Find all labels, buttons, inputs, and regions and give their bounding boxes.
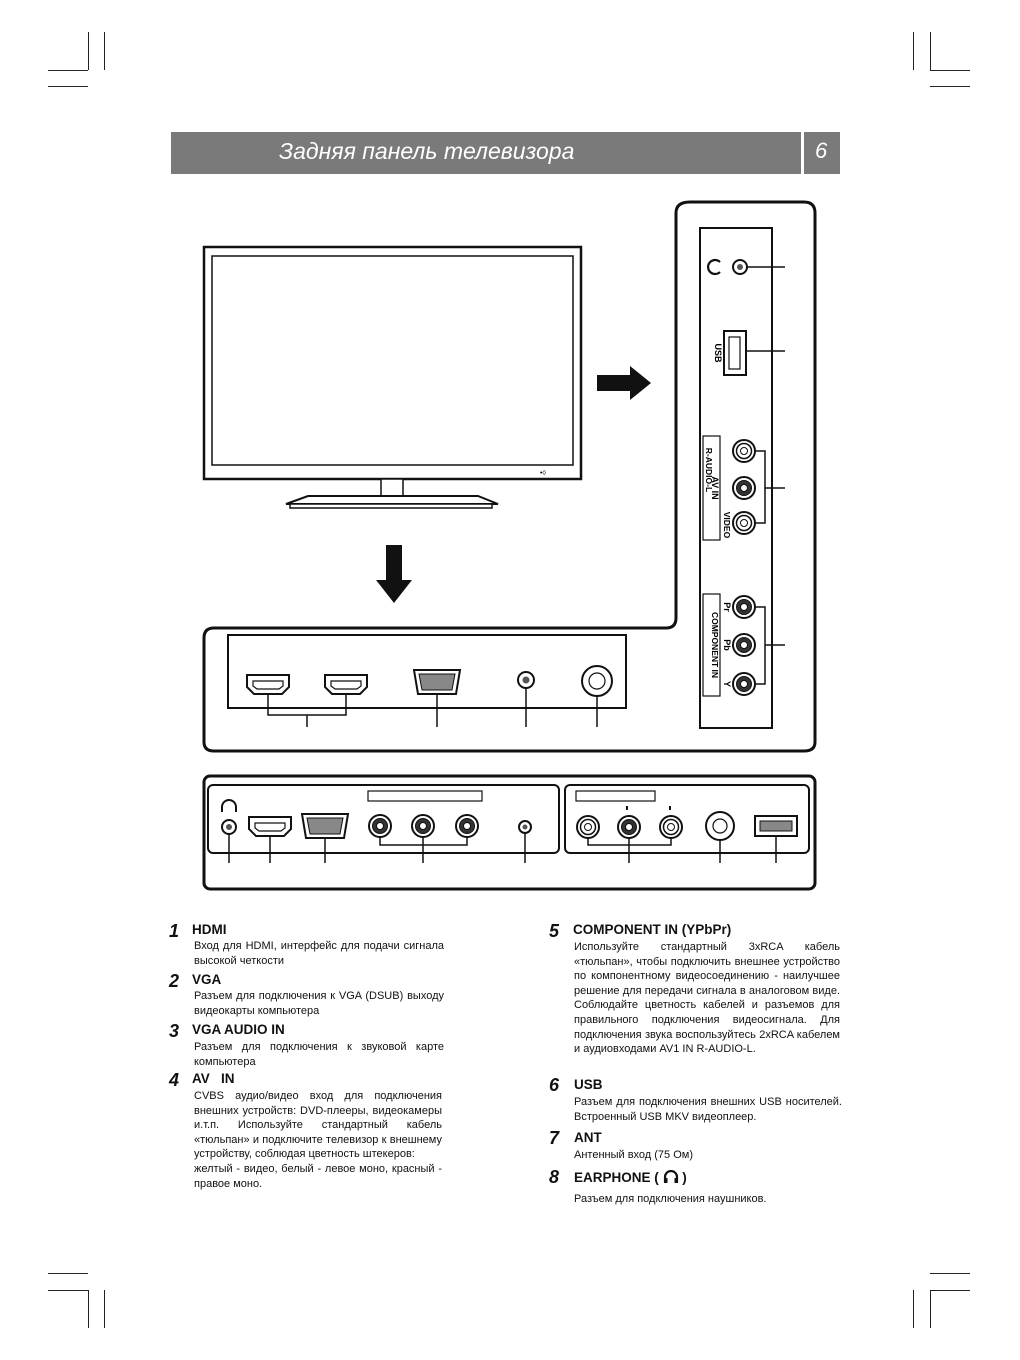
crop-mark xyxy=(48,70,88,71)
list-item: 6 USB Разъем для подключения внешних USB… xyxy=(546,1075,846,1125)
item-number: 5 xyxy=(549,921,560,941)
page-number: 6 xyxy=(815,138,828,163)
crop-mark xyxy=(930,1290,931,1328)
crop-mark xyxy=(48,1273,88,1274)
item-title: AV IN xyxy=(192,1071,235,1086)
arrow-right-icon xyxy=(597,366,651,400)
connector-diagram: •◊ USB AV IN R-AUDIO-L VIDEO COMPONENT I… xyxy=(202,200,817,891)
item-number: 8 xyxy=(549,1167,560,1187)
tv-front: •◊ xyxy=(202,245,583,509)
item-description: Разъем для подключения внешних USB носит… xyxy=(574,1096,842,1123)
crop-mark xyxy=(104,1290,105,1328)
crop-mark xyxy=(913,1290,914,1328)
usb-label: USB xyxy=(713,343,723,363)
crop-mark xyxy=(48,86,88,87)
side-panel: USB AV IN R-AUDIO-L VIDEO COMPONENT IN P… xyxy=(699,227,785,729)
component-in-label: COMPONENT IN xyxy=(710,612,720,678)
item-number: 6 xyxy=(549,1075,560,1095)
item-title: HDMI xyxy=(192,922,227,937)
item-number: 4 xyxy=(169,1070,180,1090)
page-number-box: 6 xyxy=(804,132,840,174)
headphone-icon xyxy=(663,1169,678,1183)
list-item: 4 AV IN CVBS аудио/видео вход для подклю… xyxy=(166,1070,446,1210)
crop-mark xyxy=(913,32,914,70)
item-description: Вход для HDMI, интерфейс для подачи сигн… xyxy=(194,940,444,967)
list-item: 1 HDMI Вход для HDMI, интерфейс для пода… xyxy=(166,921,446,967)
headphone-icon xyxy=(707,258,721,276)
item-description: Используйте стандартный 3xRCA кабель «тю… xyxy=(574,941,840,1056)
video-label: VIDEO xyxy=(722,512,732,539)
list-item: 3 VGA AUDIO IN Разъем для подключения к … xyxy=(166,1021,446,1071)
item-description: Антенный вход (75 Ом) xyxy=(574,1149,694,1161)
item-title: VGA xyxy=(192,972,222,987)
crop-mark xyxy=(48,1290,88,1291)
crop-mark xyxy=(930,1273,970,1274)
pb-label: Pb xyxy=(722,639,732,651)
headphone-icon xyxy=(221,799,237,812)
item-number: 3 xyxy=(169,1021,180,1041)
av-in-label: AV IN xyxy=(710,476,720,499)
connector-strip xyxy=(202,774,817,891)
arrow-down-icon xyxy=(376,545,412,603)
crop-mark xyxy=(104,32,105,70)
item-title: EARPHONE ( ) xyxy=(574,1169,687,1185)
item-number: 1 xyxy=(169,921,180,941)
pr-label: Pr xyxy=(722,602,732,612)
item-title: VGA AUDIO IN xyxy=(192,1022,285,1037)
y-label: Y xyxy=(722,681,732,687)
item-number: 2 xyxy=(169,971,180,991)
list-item: 5 COMPONENT IN (YPbPr) Используйте станд… xyxy=(546,921,846,1071)
item-title: USB xyxy=(574,1077,603,1092)
back-panel-outline xyxy=(202,200,817,753)
svg-text:•◊: •◊ xyxy=(540,470,546,477)
crop-mark xyxy=(930,32,931,70)
item-title: ANT xyxy=(574,1130,602,1145)
list-item: 7 ANT Антенный вход (75 Ом) xyxy=(546,1128,846,1168)
item-description: Разъем для подключения наушников. xyxy=(574,1193,767,1205)
crop-mark xyxy=(88,32,89,70)
crop-mark xyxy=(930,70,970,71)
item-number: 7 xyxy=(549,1128,560,1148)
crop-mark xyxy=(930,1290,970,1291)
item-description: Разъем для подключения к звуковой карте … xyxy=(194,1041,444,1068)
item-description: CVBS аудио/видео вход для подключения вн… xyxy=(194,1090,442,1190)
crop-mark xyxy=(88,1290,89,1328)
item-title: COMPONENT IN (YPbPr) xyxy=(573,922,732,937)
r-audio-l-label: R-AUDIO-L xyxy=(704,448,714,492)
item-description: Разъем для подключения к VGA (DSUB) выхо… xyxy=(194,990,444,1017)
list-item: 2 VGA Разъем для подключения к VGA (DSUB… xyxy=(166,971,446,1021)
crop-mark xyxy=(930,86,970,87)
bottom-panel xyxy=(227,634,627,727)
list-item: 8 EARPHONE ( ) Разъем для подключения на… xyxy=(546,1167,846,1212)
page-title: Задняя панель телевизора xyxy=(279,138,575,164)
page-header: Задняя панель телевизора xyxy=(171,132,801,174)
